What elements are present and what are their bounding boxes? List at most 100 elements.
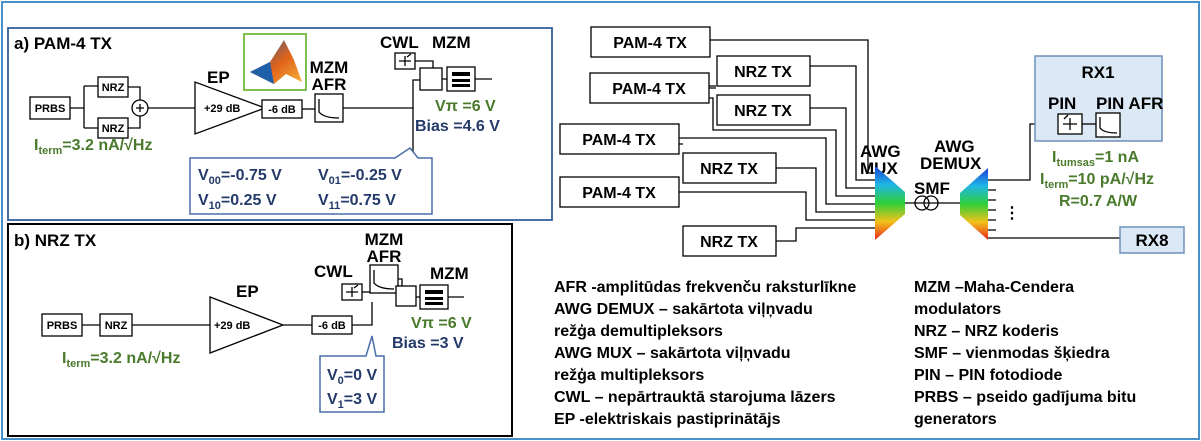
filter-icon [314,93,344,123]
mzm-label-a: MZM [432,33,471,52]
legend-left-6: CWL – nepārtrauktā starojuma lāzers [554,389,836,406]
adder-icon [131,99,149,117]
legend-left-1: AFR -amplitūdas frekvenču raksturlīkne [554,279,856,296]
i-term-label: Iterm=10 pA/√Hz [1040,171,1154,191]
legend-right-2: modulators [914,301,1001,318]
awg-demux-prism [960,168,988,240]
tx-label-1: PAM-4 TX [613,35,687,52]
prbs-label: PRBS [35,103,66,115]
vpi-label-b: Vπ =6 V [411,315,472,332]
level-v01: V01=-0.25 V [318,167,402,187]
bias-label-b: Bias =3 V [392,335,464,352]
mzm-afr-label-b2: AFR [367,247,402,266]
level-v11: V11=0.75 V [318,192,396,212]
pam4-levels-callout: V00=-0.75 V V01=-0.25 V V10=0.25 V V11=0… [189,146,433,215]
tx-box-4 [716,94,811,126]
bias-label-a: Bias =4.6 V [415,118,500,135]
tx-box-8 [682,225,777,257]
legend-right-7: generators [914,411,997,428]
legend-right-6: PRBS – pseido gadījuma bitu [914,389,1136,406]
filter-icon-rx [1095,112,1121,138]
rx8-block [1119,226,1185,254]
level-v0: V0=0 V [327,367,377,387]
awg-demux-label-2: DEMUX [920,154,982,173]
panel-b-title: b) NRZ TX [14,231,97,250]
tx-label-3: PAM-4 TX [612,81,686,98]
laser-icon-b [341,283,363,301]
legend: AFR -amplitūdas frekvenču raksturlīkne A… [554,279,1136,428]
iterm-label-b: Iterm=3.2 nA/√Hz [62,350,180,370]
filter-icon-b [369,264,399,294]
panel-a-title: a) PAM-4 TX [14,34,113,53]
rx8-label: RX8 [1135,231,1168,250]
nrz-label-1: NRZ [102,82,125,94]
legend-left-3: režģa demultipleksors [554,322,723,340]
panel-b-border [7,223,513,437]
rx1-label: RX1 [1081,63,1114,82]
prbs-label-b: PRBS [47,320,78,332]
amp-gain-b: +29 dB [214,320,250,332]
pin-afr-label: PIN AFR [1096,94,1163,113]
amplifier-icon-b [209,296,285,354]
legend-left-2: AWG DEMUX – sakārtota viļņvadu [554,301,813,318]
panel-a-border [7,27,553,221]
awg-demux-label-1: AWG [934,137,975,156]
vpi-label-a: Vπ =6 V [435,98,496,115]
atten-label-b: -6 dB [318,320,346,332]
modulator-icon [419,66,476,92]
awg-mux-label-2: MUX [860,159,898,178]
matlab-logo-icon [243,33,307,91]
nrz-label-b: NRZ [105,320,128,332]
panel-b-nrz-tx: b) NRZ TX PRBS NRZ EP +29 dB -6 dB CWL M… [7,223,513,437]
legend-right-5: PIN – PIN fotodiode [914,367,1063,384]
mzm-afr-label-2: AFR [312,75,347,94]
more-channels-dots: ⋮ [1004,205,1020,222]
awg-mux-label-1: AWG [860,142,901,161]
mzm-afr-label-1: MZM [310,58,349,77]
legend-right-3: NRZ – NRZ koderis [914,323,1059,340]
tx-label-8: NRZ TX [700,234,758,251]
amp-label-b: EP [236,282,259,301]
i-tumsas-label: Itumsas=1 nA [1052,149,1139,169]
pin-label: PIN [1048,94,1076,113]
cwl-label-b: CWL [314,262,353,281]
fiber-coil-icon [914,195,939,211]
wdm-system: PAM-4 TX NRZ TX PAM-4 TX NRZ TX PAM-4 TX… [559,26,1185,257]
amp-label-a: EP [207,68,230,87]
awg-mux-prism [875,166,905,240]
tx-box-3 [589,72,710,104]
mzm-label-b: MZM [430,264,469,283]
responsivity-label: R=0.7 A/W [1059,193,1138,210]
level-v10: V10=0.25 V [198,192,277,212]
level-v1: V1=3 V [327,391,377,411]
legend-left-7: EP -elektriskais pastiprinātājs [554,411,781,428]
level-v00: V00=-0.75 V [198,167,282,187]
legend-left-5: režģa multipleksors [554,366,704,384]
tx-label-5: PAM-4 TX [582,132,656,149]
tx-box-2 [716,55,811,87]
tx-box-6 [682,152,777,184]
mzm-afr-label-b1: MZM [365,230,404,249]
tx-label-4: NRZ TX [734,103,792,120]
rx1-block: RX1 PIN PIN AFR [1034,55,1163,142]
cwl-label-a: CWL [380,33,419,52]
tx-label-2: NRZ TX [734,64,792,81]
tx-box-1 [590,26,711,58]
nrz-levels-callout: V0=0 V V1=3 V [319,335,385,413]
legend-right-4: SMF – vienmodas šķiedra [914,345,1110,362]
atten-label-a: -6 dB [268,104,296,116]
laser-icon [394,52,416,70]
smf-label: SMF [914,179,950,198]
legend-right-1: MZM –Maha-Cendera [914,279,1074,296]
tx-box-5 [559,123,680,155]
tx-label-7: PAM-4 TX [582,185,656,202]
nrz-label-2: NRZ [102,123,125,135]
tx-box-7 [559,176,680,208]
tx-label-6: NRZ TX [700,161,758,178]
modulator-icon-b [395,284,449,310]
legend-left-4: AWG MUX – sakārtota viļņvadu [554,345,791,362]
iterm-label-a: Iterm=3.2 nA/√Hz [34,137,152,157]
amplifier-icon [194,81,267,135]
